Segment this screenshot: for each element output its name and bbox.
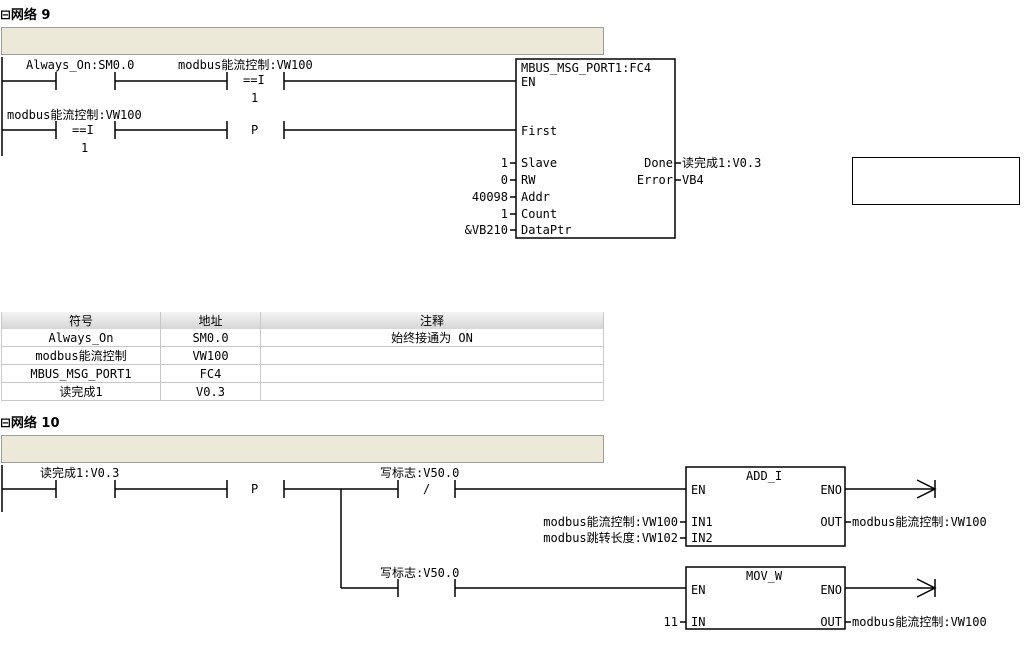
cell-comment [260, 382, 604, 401]
pin-dataptr: DataPtr [521, 223, 572, 237]
mov-out-pin: OUT [820, 615, 842, 629]
add-i-block [685, 466, 846, 547]
mov-in-pin: IN [691, 615, 706, 629]
add-in2-pin: IN2 [691, 531, 713, 545]
val-slave: 1 [500, 156, 508, 170]
val-dataptr: &VB210 [464, 223, 508, 237]
mov-w-block [685, 566, 846, 630]
symbol-table: 符号 地址 注释 Always_On SM0.0 始终接通为 ON modbus… [1, 312, 604, 401]
network-10-title: ⊟网络 10 [0, 416, 60, 431]
mov-en: EN [691, 583, 706, 597]
cell-address: SM0.0 [160, 329, 261, 347]
mov-eno: ENO [820, 583, 842, 597]
compare1-label: modbus能流控制:VW100 [178, 58, 313, 72]
header-symbol: 符号 [1, 312, 161, 329]
pin-rw: RW [521, 173, 536, 187]
add-out-pin: OUT [820, 515, 842, 529]
collapse-icon[interactable]: ⊟ [0, 8, 11, 23]
cell-symbol: MBUS_MSG_PORT1 [1, 364, 161, 383]
cell-comment: 始终接通为 ON [260, 329, 604, 347]
cell-comment [260, 346, 604, 365]
add-en: EN [691, 483, 706, 497]
table-row: modbus能流控制 VW100 [1, 346, 604, 365]
contact-nc-label: 写标志:V50.0 [380, 466, 460, 480]
pin-done: Done [644, 156, 673, 170]
network-9-comment[interactable] [1, 27, 604, 55]
network-10-comment[interactable] [1, 435, 604, 463]
edge-p10-label: P [251, 482, 259, 496]
table-row: 读完成1 V0.3 [1, 382, 604, 401]
val-rw: 0 [500, 173, 508, 187]
edge-p-label: P [251, 123, 259, 137]
contact-always-on-label: Always_On:SM0.0 [26, 58, 135, 72]
add-in1-pin: IN1 [691, 515, 713, 529]
collapse-icon[interactable]: ⊟ [0, 416, 11, 431]
mov-out-value: modbus能流控制:VW100 [852, 615, 987, 629]
cell-symbol: modbus能流控制 [1, 346, 161, 365]
val-done: 读完成1:V0.3 [682, 156, 762, 170]
cell-comment [260, 364, 604, 383]
compare2-value: 1 [81, 141, 89, 155]
cell-address: V0.3 [160, 382, 261, 401]
val-addr: 40098 [471, 190, 508, 204]
mbus-block-en: EN [521, 75, 536, 89]
pin-addr: Addr [521, 190, 550, 204]
add-in1-value: modbus能流控制:VW100 [543, 515, 678, 529]
val-count: 1 [500, 207, 508, 221]
add-eno: ENO [820, 483, 842, 497]
contact-nc-symbol: / [423, 482, 431, 496]
compare1-value: 1 [251, 91, 259, 105]
add-in2-value: modbus跳转长度:VW102 [543, 531, 678, 545]
mbus-msg-block [515, 58, 676, 239]
cell-address: FC4 [160, 364, 261, 383]
add-out-value: modbus能流控制:VW100 [852, 515, 987, 529]
mov-block-title: MOV_W [746, 569, 783, 583]
pin-error: Error [636, 173, 673, 187]
compare1-op: ==I [243, 73, 265, 87]
cell-address: VW100 [160, 346, 261, 365]
contact-read-done-label: 读完成1:V0.3 [40, 466, 120, 480]
pin-slave: Slave [521, 156, 558, 170]
compare2-label: modbus能流控制:VW100 [7, 108, 142, 122]
symbol-table-header: 符号 地址 注释 [1, 312, 604, 329]
header-comment: 注释 [260, 312, 604, 329]
add-block-title: ADD_I [746, 469, 783, 483]
pin-count: Count [521, 207, 558, 221]
table-row: MBUS_MSG_PORT1 FC4 [1, 364, 604, 383]
cell-symbol: Always_On [1, 329, 161, 347]
mbus-block-title: MBUS_MSG_PORT1:FC4 [521, 61, 652, 75]
mov-in-value: 11 [663, 615, 678, 629]
empty-annotation-box[interactable] [852, 157, 1020, 205]
cell-symbol: 读完成1 [1, 382, 161, 401]
header-address: 地址 [160, 312, 261, 329]
contact-no-label: 写标志:V50.0 [380, 566, 460, 580]
network-9-title: ⊟网络 9 [0, 8, 51, 23]
val-error: VB4 [682, 173, 704, 187]
table-row: Always_On SM0.0 始终接通为 ON [1, 329, 604, 347]
compare2-op: ==I [72, 123, 94, 137]
pin-first: First [521, 124, 558, 138]
